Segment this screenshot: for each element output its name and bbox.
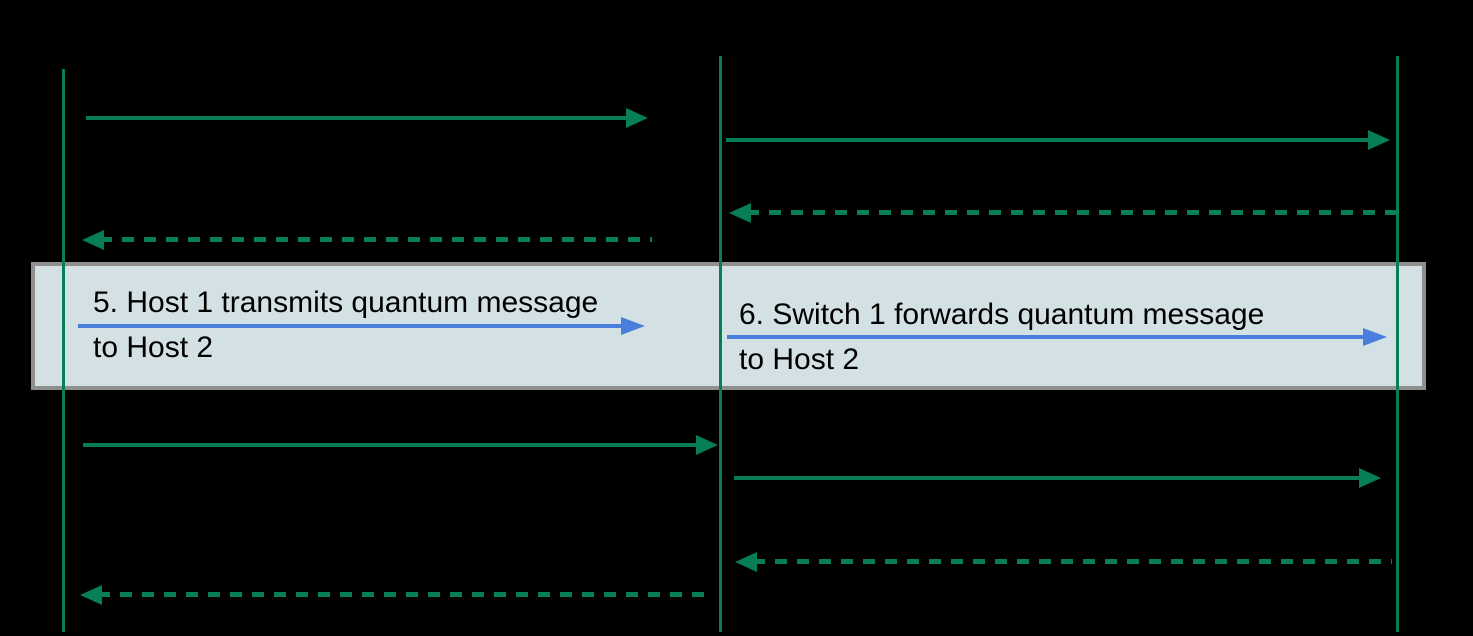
step-5-line2: to Host 2 xyxy=(93,331,214,364)
arrowhead-icon xyxy=(735,552,757,572)
arrowhead-icon xyxy=(621,317,645,335)
step-6-line1: 6. Switch 1 forwards quantum message xyxy=(739,298,1265,331)
arrowhead-icon xyxy=(626,108,648,128)
step-6-label: 6. Switch 1 forwards quantum message to … xyxy=(739,292,1264,382)
arrow-line xyxy=(83,443,700,447)
arrowhead-icon xyxy=(1368,130,1390,150)
arrow-line xyxy=(98,592,713,597)
arrow-line xyxy=(100,237,652,242)
arrow-line xyxy=(734,476,1363,480)
arrow-line xyxy=(78,324,625,328)
lifeline-host-1 xyxy=(62,69,65,632)
lifeline-switch-1 xyxy=(719,56,722,632)
arrowhead-icon xyxy=(82,230,104,250)
arrowhead-icon xyxy=(729,203,751,223)
arrowhead-icon xyxy=(696,435,718,455)
arrow-line xyxy=(86,116,630,120)
lifeline-host-2 xyxy=(1396,56,1399,632)
arrow-line xyxy=(726,138,1372,142)
arrow-line xyxy=(747,210,1401,215)
step-5-label: 5. Host 1 transmits quantum message to H… xyxy=(93,280,598,370)
step-6-line2: to Host 2 xyxy=(739,343,860,376)
arrowhead-icon xyxy=(1359,468,1381,488)
arrowhead-icon xyxy=(1363,328,1387,346)
arrowhead-icon xyxy=(80,585,102,605)
arrow-line xyxy=(753,559,1392,564)
arrow-line xyxy=(727,335,1367,339)
step-5-line1: 5. Host 1 transmits quantum message xyxy=(93,286,599,319)
